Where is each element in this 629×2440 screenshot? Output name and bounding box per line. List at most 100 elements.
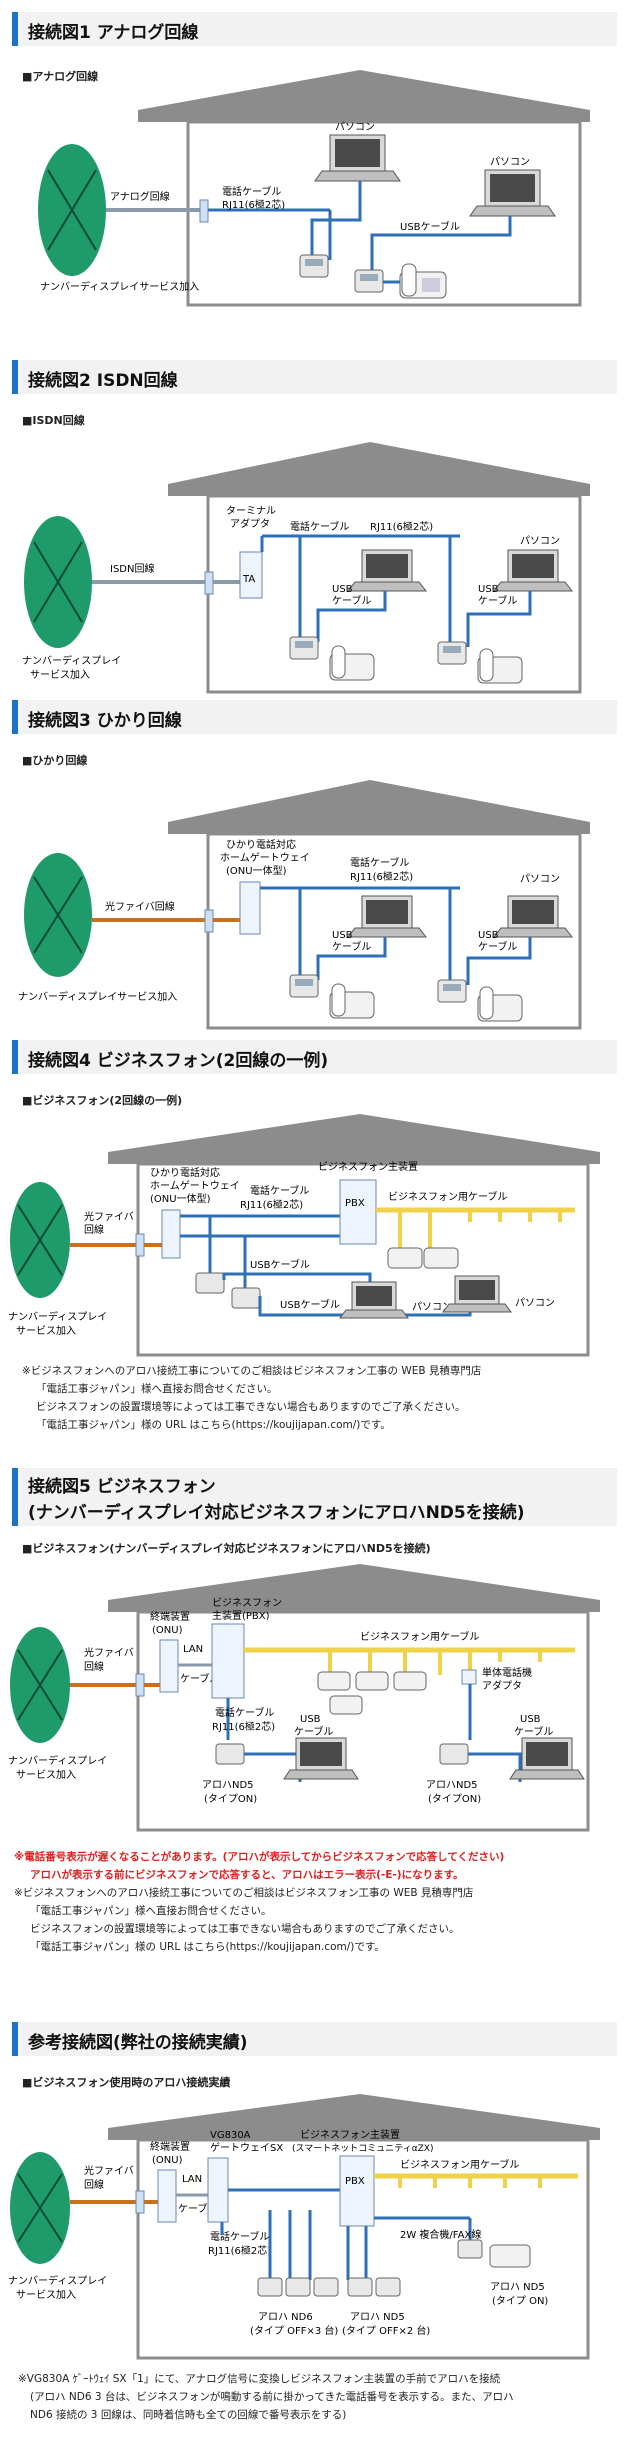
note-line: ※ビジネスフォンへのアロハ接続工事についてのご相談はビジネスフォン工事の WEB… — [22, 1365, 482, 1377]
main-unit-label: ビジネスフォン — [212, 1597, 282, 1609]
note-line: 「電話工事ジャパン」様の URL はこちら(https://koujijapan… — [30, 1941, 385, 1953]
house-roof — [168, 442, 590, 496]
aloha-device-icon — [439, 1743, 469, 1765]
bp-cable-label: ビジネスフォン用ケーブル — [400, 2158, 519, 2171]
diagram-1-section: 接続図1 アナログ回線 ■アナログ回線 ナンバーディスプレイサービス加入 アナロ… — [0, 0, 629, 350]
main-unit-label: 主装置(PBX) — [212, 1609, 270, 1622]
usb-cable — [466, 937, 532, 985]
bp-cable-label: ビジネスフォン用ケーブル — [388, 1190, 507, 1203]
diagram-3-section: 接続図3 ひかり回線 ■ひかり回線 ナンバーディスプレイサービス加入 光ファイバ… — [0, 700, 629, 1030]
diagram-subtitle: ■ひかり回線 — [22, 754, 88, 767]
gw-label: ひかり電話対応 — [150, 1166, 220, 1179]
aloha-device-icon — [215, 1743, 245, 1765]
cable-label: ケーブル — [180, 1672, 219, 1685]
fax-label: 2W 複合機/FAX線 — [400, 2228, 481, 2241]
aloha-device-icon — [231, 1287, 261, 1309]
usb-cable — [316, 591, 387, 642]
phone-cable-label: 電話ケーブル — [350, 856, 409, 869]
globe-icon — [10, 1182, 70, 1298]
cable-label: ケーブル — [332, 940, 371, 953]
reference-diagram: ナンバーディスプレイ サービス加入 光ファイバ 回線 終端装置 (ONU) LA… — [8, 2094, 600, 2360]
aloha-label: (タイプ ON) — [492, 2295, 548, 2307]
note-line: 「電話工事ジャパン」様の URL はこちら(https://koujijapan… — [36, 1419, 391, 1431]
section-title: 接続図3 ひかり回線 — [12, 700, 617, 734]
rj11-label: RJ11(6極2芯) — [240, 1198, 303, 1211]
phone-cable-label: 電話ケーブル — [250, 1184, 309, 1197]
terminal-label: (ONU) — [152, 2155, 183, 2166]
optical-label: 光ファイバ — [84, 2164, 134, 2177]
rj11-label: RJ11(6極2芯) — [222, 198, 285, 211]
laptop-icon — [346, 895, 428, 938]
section-title: 参考接続図(弊社の接続実績) — [12, 2022, 617, 2056]
wall-jack — [204, 909, 214, 933]
section-title: 接続図1 アナログ回線 — [12, 12, 617, 46]
usb-label: USB — [332, 584, 353, 595]
telephone-icon — [329, 645, 375, 681]
usb-cable-label: USBケーブル — [280, 1298, 340, 1311]
optical-label: 回線 — [84, 1223, 104, 1236]
home-gateway-icon — [239, 881, 261, 935]
section-title-line: (ナンバーディスプレイ対応ビジネスフォンにアロハND5を接続) — [28, 1503, 525, 1523]
telephone-icon — [477, 986, 523, 1022]
usb-cable — [310, 181, 362, 260]
aloha-device-icon — [354, 269, 384, 293]
onu-icon — [159, 1639, 179, 1693]
gw-label: (ONU一体型) — [150, 1192, 211, 1205]
laptop-icon — [283, 1737, 359, 1780]
laptop-icon — [442, 1275, 512, 1313]
service-label: サービス加入 — [30, 669, 90, 681]
usb-cable — [466, 591, 532, 647]
house-wall — [186, 120, 582, 307]
usb-cable-label: USBケーブル — [400, 220, 460, 233]
home-gateway-icon — [161, 1209, 181, 1259]
telephone-icon — [387, 1247, 423, 1269]
cable-label: ケーブル — [294, 1725, 333, 1738]
pasokon-label: パソコン — [335, 121, 375, 133]
service-label: サービス加入 — [16, 1769, 76, 1781]
telephone-icon — [489, 2244, 531, 2268]
aloha-label: アロハ ND6 — [258, 2312, 313, 2323]
wall-jack — [135, 1673, 145, 1697]
single-adapter-icon — [461, 1669, 477, 1685]
terminal-label: 終端装置 — [150, 2140, 190, 2153]
wall-jack — [135, 1233, 145, 1257]
note-line: ※ビジネスフォンへのアロハ接続工事についてのご相談はビジネスフォン工事の WEB… — [14, 1887, 474, 1899]
note-line: 「電話工事ジャパン」様へ直接お問合せください。 — [36, 1383, 278, 1395]
diagram-subtitle: ■ビジネスフォン(ナンバーディスプレイ対応ビジネスフォンにアロハND5を接続) — [22, 1542, 431, 1555]
pbx-icon — [211, 1623, 245, 1699]
rj11-label: RJ11(6極2芯) — [350, 870, 413, 883]
usb-label: USB — [478, 584, 499, 595]
section-title-line: 接続図5 ビジネスフォン — [28, 1477, 216, 1497]
vg-label: ゲートウェイSX — [210, 2142, 283, 2154]
optical-label: 光ファイバ — [84, 1646, 134, 1659]
aloha-label: アロハND5 — [426, 1780, 478, 1791]
service-label: ナンバーディスプレイサービス加入 — [40, 280, 199, 293]
warning-line: ※電話番号表示が遅くなることがあります。(アロハが表示してからビジネスフォンで応… — [14, 1851, 505, 1863]
section-title: 接続図4 ビジネスフォン(2回線の一例) — [12, 1040, 617, 1074]
wall-jack — [204, 571, 214, 595]
line-label: 光ファイバ回線 — [105, 900, 175, 913]
single-adapter-label: アダプタ — [482, 1679, 522, 1692]
pbx-label: PBX — [345, 2176, 365, 2187]
diagram-2-section: 接続図2 ISDN回線 ■ISDN回線 ナンバーディスプレイ サービス加入 IS… — [0, 360, 629, 694]
gw-label: ホームゲートウェイ — [150, 1180, 240, 1192]
line-label: ISDN回線 — [110, 562, 154, 575]
aloha-label: (タイプ OFF×3 台) — [250, 2324, 338, 2337]
single-adapter-label: 単体電話機 — [482, 1666, 532, 1679]
globe-icon — [10, 2152, 70, 2264]
service-label: サービス加入 — [16, 1325, 76, 1337]
telephone-icon — [399, 263, 447, 299]
reference-diagram-section: 参考接続図(弊社の接続実績) ■ビジネスフォン使用時のアロハ接続実績 ナンバーデ… — [0, 2022, 629, 2440]
diagram-5: ナンバーディスプレイ サービス加入 光ファイバ 回線 終端装置 (ONU) LA… — [8, 1564, 600, 1832]
diagram-subtitle: ■ISDN回線 — [22, 414, 85, 427]
section-title: 接続図2 ISDN回線 — [12, 360, 617, 394]
vg-label: VG830A — [210, 2130, 251, 2141]
section-title: 接続図5 ビジネスフォン (ナンバーディスプレイ対応ビジネスフォンにアロハND5… — [12, 1468, 617, 1526]
diagram-subtitle: ■ビジネスフォン(2回線の一例) — [22, 1094, 183, 1107]
aloha-device-icon — [375, 2277, 401, 2297]
laptop-icon — [492, 895, 574, 938]
cable-label: ケーブル — [332, 594, 371, 607]
laptop-icon — [346, 549, 428, 592]
usb-cable — [370, 216, 512, 272]
aloha-device-icon — [257, 2277, 283, 2297]
